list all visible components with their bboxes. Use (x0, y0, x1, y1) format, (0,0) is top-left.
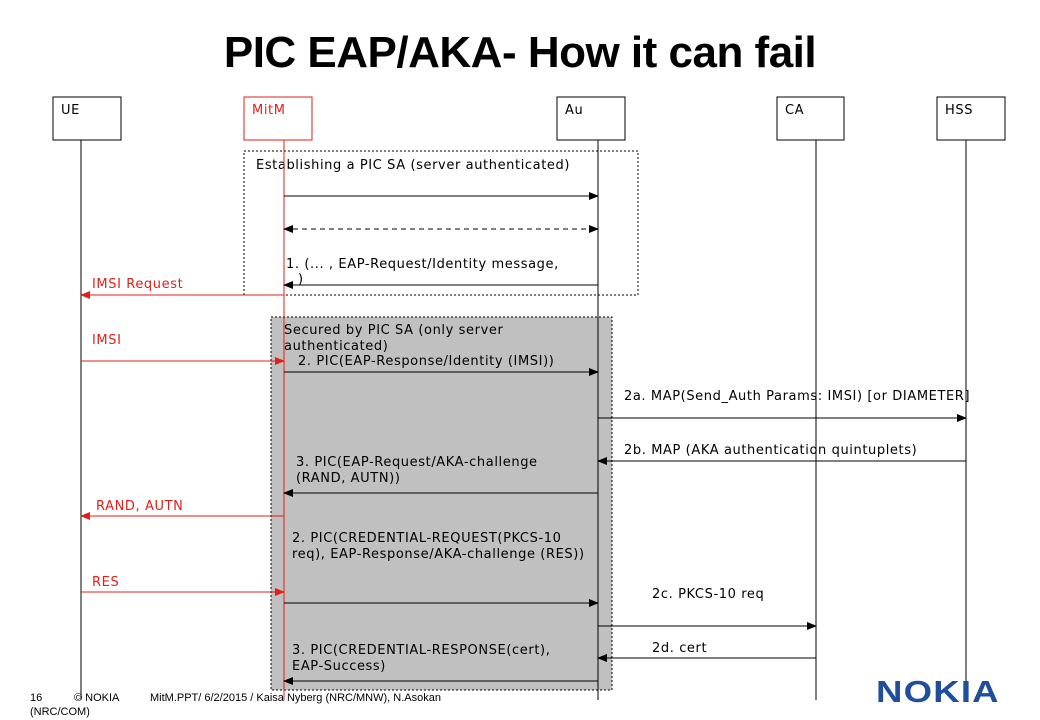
message-label-10-line-1: RAND, AUTN (96, 499, 183, 514)
message-label-11-line-1: RES (92, 575, 119, 590)
message-label-4-line-1: IMSI Request (92, 277, 183, 292)
message-label-3-line-1: 1. (... , EAP-Request/Identity message, (286, 257, 559, 272)
entity-label-ca: CA (785, 103, 804, 118)
message-label-15-line-1: 3. PIC(CREDENTIAL-RESPONSE(cert), (292, 643, 550, 658)
entity-boxes: UE MitM Au CA HSS (52, 96, 1006, 141)
footer-page-number: 16 (30, 692, 43, 704)
secured-sa-label-line-2: authenticated) (284, 339, 388, 354)
entity-label-au: Au (565, 103, 583, 118)
message-label-15-line-2: EAP-Success) (292, 659, 386, 674)
page-title: PIC EAP/AKA- How it can fail (223, 28, 817, 77)
message-labels: 1. (... , EAP-Request/Identity message,)… (92, 257, 970, 674)
secured-sa-label-line-1: Secured by PIC SA (only server (284, 323, 503, 338)
secured-sa-region (270, 316, 613, 691)
message-label-12-line-1: 2. PIC(CREDENTIAL-REQUEST(PKCS-10 (292, 531, 562, 546)
message-label-9-line-2: (RAND, AUTN)) (296, 471, 401, 486)
entity-box-mitm (243, 96, 313, 141)
entity-box-ca (776, 96, 845, 141)
entity-label-mitm: MitM (252, 103, 286, 118)
message-arrows (80, 192, 967, 685)
message-label-13-line-1: 2c. PKCS-10 req (652, 587, 764, 602)
message-label-5-line-1: IMSI (92, 333, 122, 348)
footer-department: (NRC/COM) (30, 706, 90, 718)
entity-label-hss: HSS (945, 103, 973, 118)
establish-sa-label: Establishing a PIC SA (server authentica… (256, 158, 570, 173)
footer-file-info: MitM.PPT/ 6/2/2015 / Kaisa Nyberg (NRC/M… (150, 692, 441, 704)
message-label-9-line-1: 3. PIC(EAP-Request/AKA-challenge (296, 455, 538, 470)
footer-copyright: © NOKIA (74, 692, 120, 704)
entity-box-hss (936, 96, 1006, 141)
message-label-3-line-2: ) (298, 272, 304, 287)
establish-sa-region (243, 150, 639, 296)
message-label-8-line-1: 2b. MAP (AKA authentication quintuplets) (624, 443, 917, 458)
entity-label-ue: UE (61, 103, 80, 118)
entity-box-au (556, 96, 626, 141)
message-label-6-line-1: 2. PIC(EAP-Response/Identity (IMSI)) (298, 354, 554, 369)
message-label-14-line-1: 2d. cert (652, 641, 707, 656)
entity-box-ue (52, 96, 122, 141)
message-label-7-line-1: 2a. MAP(Send_Auth Params: IMSI) [or DIAM… (624, 389, 970, 404)
nokia-logo: NOKIA (876, 674, 1000, 709)
message-label-12-line-2: req), EAP-Response/AKA-challenge (RES)) (292, 547, 585, 562)
